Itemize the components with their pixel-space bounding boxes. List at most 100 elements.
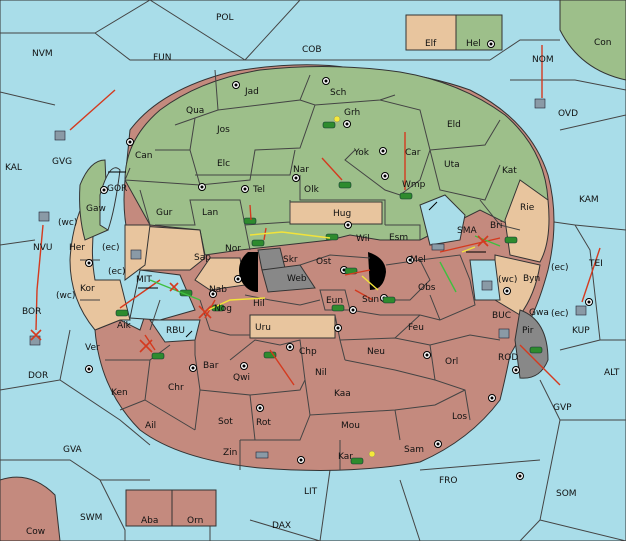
sea-mit[interactable] (129, 269, 196, 321)
label-uta: Uta (444, 160, 460, 170)
label-nor: Nor (225, 244, 241, 254)
province-aba[interactable] (125, 489, 173, 527)
label-olk: Olk (304, 185, 320, 195)
label-wc1: (wc) (58, 218, 77, 228)
sc-jad (232, 81, 240, 89)
lake-west (239, 252, 258, 292)
label-kup: KUP (572, 326, 590, 336)
label-jos: Jos (216, 125, 230, 135)
label-gor: GOR (107, 184, 127, 194)
sc-som (516, 472, 524, 480)
sc-hel (487, 40, 495, 48)
label-uru: Uru (255, 323, 271, 333)
units (29, 98, 587, 465)
label-lit: LIT (304, 487, 318, 497)
sc-car (379, 147, 387, 155)
label-qwi: Qwi (233, 373, 250, 383)
sc-ken (85, 365, 93, 373)
label-alt: ALT (604, 368, 620, 378)
label-ken: Ken (111, 388, 128, 398)
sc-esm (406, 256, 414, 264)
label-jad: Jad (244, 87, 259, 97)
sc-rot (256, 404, 264, 412)
label-nil: Nil (315, 368, 327, 378)
label-sap: Sap (194, 253, 211, 263)
label-lan: Lan (202, 208, 218, 218)
label-cow: Cow (26, 527, 45, 537)
label-nvu: NVU (33, 243, 52, 253)
label-eld: Eld (447, 120, 461, 130)
sc-olk (292, 174, 300, 182)
label-feu: Feu (408, 323, 424, 333)
label-wmp: Wmp (402, 180, 426, 190)
label-gaw: Gaw (86, 204, 106, 214)
label-ec3: (ec) (551, 263, 569, 273)
label-cob: COB (302, 45, 322, 55)
province-hel[interactable] (455, 14, 503, 51)
label-sun: Sun (362, 295, 379, 305)
orders (30, 45, 601, 386)
label-tei: TEI (588, 259, 603, 269)
sc-sch (322, 77, 330, 85)
label-bor: BOR (22, 307, 41, 317)
sc-nab (234, 275, 242, 283)
label-wc3: (wc) (56, 291, 75, 301)
label-skr: Skr (283, 255, 298, 265)
label-nog: Nog (214, 304, 232, 314)
supply-centers (85, 40, 593, 480)
label-gvp: GVP (553, 403, 572, 413)
label-ver: Ver (85, 343, 100, 353)
label-fro: FRO (439, 476, 458, 486)
label-nab: Nab (209, 285, 227, 295)
label-sam: Sam (404, 445, 424, 455)
sea-gor[interactable] (99, 167, 121, 231)
sc-sam (434, 440, 442, 448)
province-pir[interactable] (514, 309, 549, 379)
label-fun: FUN (153, 53, 172, 63)
province-skr[interactable] (257, 247, 286, 271)
coast-connectors (108, 171, 486, 338)
label-hil: Hil (253, 299, 265, 309)
fleet-units (29, 98, 587, 459)
label-kar: Kar (338, 452, 353, 462)
label-elc: Elc (217, 159, 230, 169)
label-mit: MIT (136, 275, 152, 285)
lake-east (368, 252, 386, 290)
label-kor: Kor (80, 284, 95, 294)
label-car: Car (405, 148, 421, 158)
province-sap[interactable] (194, 257, 246, 291)
sc-rod (512, 366, 520, 374)
province-web[interactable] (261, 264, 316, 293)
label-mel: Mel (410, 255, 426, 265)
label-sma: SMA (457, 226, 477, 236)
move-orders (35, 45, 601, 386)
label-ec4: (ec) (551, 309, 569, 319)
sc-bar (189, 364, 197, 372)
label-wc2: (wc) (498, 275, 517, 285)
failed-orders (30, 235, 489, 353)
label-kaa: Kaa (334, 389, 351, 399)
label-orl: Orl (445, 357, 458, 367)
label-nom: NOM (532, 55, 554, 65)
label-kat: Kat (502, 166, 517, 176)
label-ail: Ail (145, 421, 156, 431)
province-cow[interactable] (0, 476, 61, 541)
province-orn[interactable] (171, 489, 217, 527)
label-neu: Neu (367, 347, 385, 357)
sc-can (126, 138, 134, 146)
sc-chp (286, 343, 294, 351)
label-aik: Aik (117, 321, 132, 331)
label-her: Her (69, 243, 85, 253)
sc-gaw (100, 186, 108, 194)
sc-orl (423, 351, 431, 359)
label-bri: Bri (490, 221, 502, 231)
label-som: SOM (556, 489, 577, 499)
sc-elc (198, 183, 206, 191)
label-zin: Zin (223, 448, 237, 458)
label-dax: DAX (272, 521, 291, 531)
province-labels: POL NVM FUN COB Con NOM OVD KAL GVG GOR … (5, 13, 620, 537)
sea-sma-east[interactable] (469, 259, 501, 301)
